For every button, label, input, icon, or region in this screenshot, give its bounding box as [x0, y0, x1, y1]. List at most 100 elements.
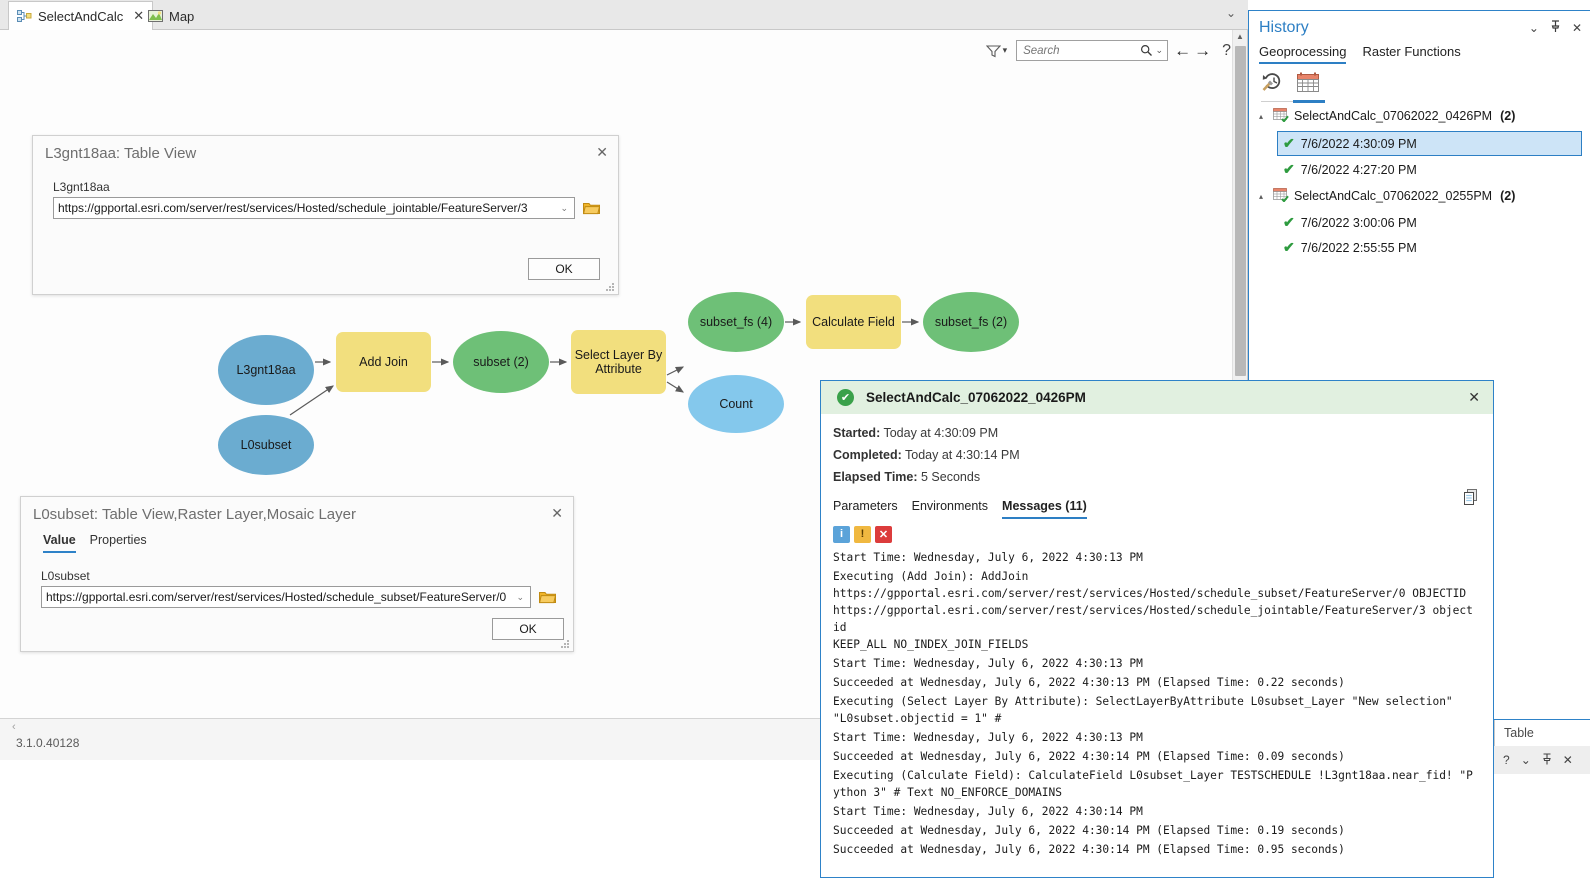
- dialog-l3gnt18aa[interactable]: L3gnt18aa: Table View ✕ L3gnt18aa https:…: [32, 135, 619, 295]
- history-tool-underline: [1261, 100, 1325, 103]
- model-node-l0subset[interactable]: L0subset: [218, 415, 314, 475]
- node-label: Add Join: [359, 354, 408, 369]
- expand-triangle-icon[interactable]: ▴: [1259, 191, 1264, 201]
- folder-icon[interactable]: [582, 201, 601, 215]
- model-node-subset-fs-4[interactable]: subset_fs (4): [688, 292, 784, 352]
- expand-triangle-icon[interactable]: ▴: [1259, 111, 1264, 121]
- info-filter-icon[interactable]: i: [833, 525, 850, 543]
- tab-raster-functions[interactable]: Raster Functions: [1362, 44, 1461, 59]
- model-node-add-join[interactable]: Add Join: [336, 332, 431, 392]
- field-label: L0subset: [41, 569, 90, 583]
- model-node-l3gnt18aa[interactable]: L3gnt18aa: [218, 335, 314, 405]
- close-icon[interactable]: ✕: [596, 144, 608, 160]
- close-icon[interactable]: ✕: [1571, 21, 1582, 35]
- success-check-icon: ✔: [1283, 239, 1295, 255]
- tab-close-icon[interactable]: ✕: [133, 8, 145, 23]
- message-severity-filters: i ! ✕: [821, 519, 1493, 543]
- log-line: Executing (Calculate Field): CalculateFi…: [833, 768, 1473, 799]
- chevron-down-icon[interactable]: ⌄: [560, 202, 568, 213]
- pin-icon[interactable]: [1542, 752, 1552, 768]
- dialog-l0subset[interactable]: L0subset: Table View,Raster Layer,Mosaic…: [20, 496, 574, 652]
- resize-grip[interactable]: [606, 283, 615, 292]
- search-box[interactable]: ⌄: [1016, 40, 1169, 61]
- history-group-header[interactable]: ▴ SelectAndCalc_07062022_0426PM (2): [1249, 103, 1590, 129]
- tab-parameters[interactable]: Parameters: [833, 498, 898, 513]
- search-input[interactable]: [1021, 43, 1137, 58]
- meta-value-completed: Today at 4:30:14 PM: [901, 447, 1020, 462]
- ok-button[interactable]: OK: [528, 258, 600, 280]
- log-line: Succeeded at Wednesday, July 6, 2022 4:3…: [833, 749, 1345, 763]
- scroll-up-arrow-icon[interactable]: ▲: [1236, 32, 1244, 41]
- help-button[interactable]: ?: [1222, 41, 1231, 59]
- model-node-subset-fs-2[interactable]: subset_fs (2): [923, 292, 1019, 352]
- error-filter-icon[interactable]: ✕: [875, 525, 892, 543]
- tab-table[interactable]: Table: [1494, 720, 1590, 746]
- tab-label: SelectAndCalc: [38, 8, 124, 24]
- version-label: 3.1.0.40128: [16, 736, 80, 750]
- l3gnt18aa-value-combo[interactable]: https://gpportal.esri.com/server/rest/se…: [53, 197, 575, 219]
- back-button[interactable]: ←: [1174, 40, 1192, 60]
- dialog-title: L0subset: Table View,Raster Layer,Mosaic…: [33, 506, 356, 523]
- chevron-down-icon[interactable]: ⌄: [516, 591, 524, 602]
- log-line: Succeeded at Wednesday, July 6, 2022 4:3…: [833, 823, 1345, 837]
- success-check-icon: ✔: [1283, 135, 1295, 151]
- geoprocessing-detail-popup: ✔ SelectAndCalc_07062022_0426PM ✕ Starte…: [820, 380, 1494, 878]
- tab-messages[interactable]: Messages (11): [1002, 499, 1087, 519]
- history-panel-title: History: [1259, 19, 1309, 36]
- scroll-left-arrow-icon[interactable]: ‹: [12, 721, 16, 733]
- folder-icon[interactable]: [538, 590, 557, 604]
- calendar-icon[interactable]: [1296, 72, 1320, 97]
- detail-title: SelectAndCalc_07062022_0426PM: [866, 390, 1086, 405]
- dialog-tab-properties[interactable]: Properties: [89, 533, 147, 547]
- filter-button[interactable]: ▾: [983, 42, 1011, 60]
- pin-icon[interactable]: [1550, 20, 1561, 36]
- tab-label: Map: [169, 8, 195, 24]
- tab-selectandcalc[interactable]: SelectAndCalc ✕: [8, 1, 154, 30]
- model-canvas[interactable]: ▾ ⌄ ← → ?: [0, 30, 1248, 718]
- l0subset-value-combo[interactable]: https://gpportal.esri.com/server/rest/se…: [41, 586, 531, 608]
- forward-button[interactable]: →: [1194, 40, 1212, 60]
- help-button[interactable]: ?: [1503, 753, 1510, 767]
- log-line: Start Time: Wednesday, July 6, 2022 4:30…: [833, 804, 1143, 818]
- menu-chevron-icon[interactable]: ⌄: [1520, 753, 1531, 767]
- model-node-calculate-field[interactable]: Calculate Field: [806, 295, 901, 349]
- meta-key-started: Started:: [833, 426, 881, 440]
- view-tabstrip: SelectAndCalc ✕ Map ⌄: [0, 0, 1248, 30]
- history-group-header[interactable]: ▴ SelectAndCalc_07062022_0255PM (2): [1249, 183, 1590, 209]
- close-icon[interactable]: ✕: [1562, 753, 1573, 767]
- history-item-label: 7/6/2022 4:30:09 PM: [1300, 136, 1417, 151]
- resize-grip[interactable]: [561, 640, 570, 649]
- tab-map[interactable]: Map: [140, 2, 202, 30]
- node-label: subset (2): [473, 354, 529, 369]
- close-icon[interactable]: ✕: [551, 505, 563, 521]
- model-node-subset-2[interactable]: subset (2): [453, 331, 549, 393]
- map-icon: [148, 9, 163, 23]
- model-node-select-layer-by-attribute[interactable]: Select Layer By Attribute: [571, 330, 666, 394]
- history-item[interactable]: ✔ 7/6/2022 2:55:55 PM: [1278, 236, 1582, 259]
- history-clock-icon[interactable]: [1261, 71, 1287, 97]
- tabstrip-overflow-chevron-icon[interactable]: ⌄: [1225, 6, 1236, 20]
- right-filler: [1494, 778, 1590, 878]
- message-log[interactable]: Start Time: Wednesday, July 6, 2022 4:30…: [821, 543, 1493, 858]
- history-group-name: SelectAndCalc_07062022_0426PM: [1294, 109, 1493, 123]
- close-icon[interactable]: ✕: [1468, 389, 1480, 405]
- history-item[interactable]: ✔ 7/6/2022 3:00:06 PM: [1278, 211, 1582, 234]
- filter-caret-icon[interactable]: ▾: [1002, 45, 1008, 55]
- model-icon: [17, 9, 32, 23]
- model-node-count[interactable]: Count: [688, 375, 784, 433]
- dialog-tab-value[interactable]: Value: [43, 533, 76, 553]
- menu-chevron-icon[interactable]: ⌄: [1528, 21, 1539, 35]
- warning-filter-icon[interactable]: !: [854, 525, 871, 543]
- tab-geoprocessing[interactable]: Geoprocessing: [1259, 44, 1347, 64]
- ok-button[interactable]: OK: [492, 618, 564, 640]
- tab-environments[interactable]: Environments: [911, 498, 989, 513]
- history-item[interactable]: ✔ 7/6/2022 4:30:09 PM: [1277, 131, 1582, 156]
- copy-icon[interactable]: [1462, 488, 1479, 509]
- history-group-name: SelectAndCalc_07062022_0255PM: [1294, 189, 1493, 203]
- scrollbar-thumb[interactable]: [1235, 46, 1246, 376]
- search-caret-icon[interactable]: ⌄: [1155, 45, 1164, 55]
- node-label: subset_fs (2): [934, 314, 1008, 329]
- history-item[interactable]: ✔ 7/6/2022 4:27:20 PM: [1278, 158, 1582, 181]
- success-check-icon: ✔: [1283, 161, 1295, 177]
